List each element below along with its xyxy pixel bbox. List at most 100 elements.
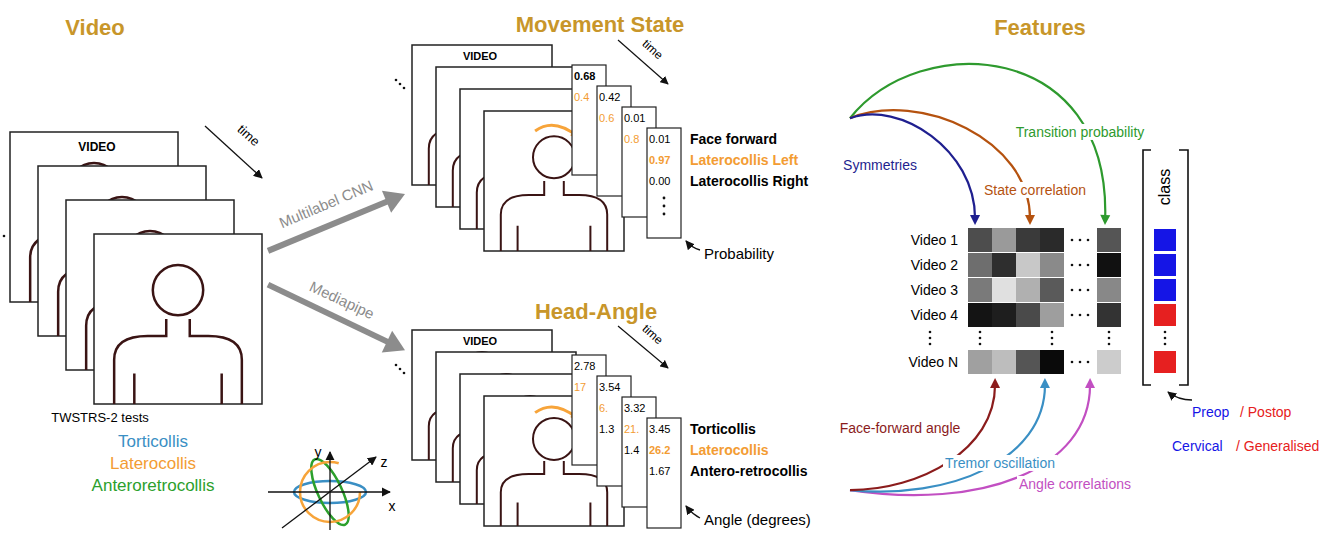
matrix-cell (968, 278, 992, 302)
value-number: 17 (574, 381, 586, 394)
matrix-cell (968, 350, 992, 374)
ellipsis-dot (979, 337, 982, 340)
matrix-cell (968, 253, 992, 277)
text-label: time (234, 122, 262, 150)
edge-label: Multilabel CNN (275, 176, 378, 233)
axes-icon (268, 452, 390, 530)
section-heading: Video (65, 15, 125, 40)
text-label: / Generalised (1236, 438, 1319, 454)
ellipsis-dot (1079, 239, 1082, 242)
ellipsis-dot (1164, 343, 1167, 346)
ellipsis-dot (1087, 264, 1090, 267)
class-cell (1154, 254, 1176, 276)
ellipsis-dot (1071, 289, 1074, 292)
value-number: 2.78 (574, 360, 595, 373)
value-number: 0.42 (599, 91, 620, 104)
text-label: Face forward (690, 131, 777, 147)
node-sublabel: Video 4 (911, 307, 958, 323)
ellipsis-dot (663, 197, 666, 200)
value-number: 0.01 (624, 112, 645, 125)
ellipsis-dot (929, 337, 932, 340)
edge-label: State correlation (982, 182, 1088, 198)
value-number: 0.6 (599, 112, 614, 125)
ellipsis-dot (1108, 343, 1111, 346)
figure-head (533, 418, 575, 460)
ellipsis-dots (3, 79, 406, 375)
ellipsis-dot (1051, 331, 1054, 334)
ellipsis-dot (663, 205, 666, 208)
text-label: Probability (704, 245, 774, 262)
ellipsis-dot (1071, 314, 1074, 317)
matrix-cell (1097, 253, 1121, 277)
node-sublabel: Video N (908, 354, 958, 370)
text-label: Laterocollis Left (690, 152, 798, 168)
matrix-cell (1097, 303, 1121, 327)
figure-body (501, 181, 607, 251)
pointer-arrow (1168, 392, 1192, 400)
ellipsis-dot (1087, 314, 1090, 317)
value-number: 0.97 (649, 154, 670, 167)
rotation-arrow (535, 407, 577, 418)
connector (850, 64, 1105, 218)
matrix-cell (1097, 278, 1121, 302)
rotation-arrow (535, 125, 577, 136)
text-label: x (389, 498, 396, 514)
figure-body (114, 319, 242, 404)
ellipsis-dot (1071, 239, 1074, 242)
connector (850, 385, 995, 490)
edge-label: Symmetries (841, 157, 919, 173)
node-label: VIDEO (463, 50, 497, 63)
video-stack: VIDEOTWSTRS-2 tests (5, 125, 268, 432)
ellipsis-dot (663, 213, 666, 216)
ellipsis-dot (979, 331, 982, 334)
edge-label: Mediapipe (305, 277, 379, 324)
value-number: 21. (624, 423, 639, 436)
node-label: VIDEO (463, 335, 497, 348)
text-label: Antero-retrocollis (690, 463, 807, 479)
edge-label: Face-forward angle (838, 420, 963, 436)
text-label: time (639, 322, 665, 347)
ellipsis-dot (1079, 264, 1082, 267)
frame-rect (94, 234, 262, 404)
text-label: Laterocollis Right (690, 173, 808, 189)
ellipsis-dot (1051, 337, 1054, 340)
matrix-cell (992, 228, 1016, 252)
matrix-cell (1040, 303, 1064, 327)
text-label: Torticollis (118, 432, 188, 452)
arrowhead (1040, 378, 1050, 388)
ellipsis-dot (929, 331, 932, 334)
arrowhead (990, 378, 1000, 388)
edge-label: Angle correlations (1017, 476, 1133, 492)
value-number: 3.32 (624, 402, 645, 415)
matrix-cell (1040, 253, 1064, 277)
value-number: 0.68 (574, 70, 595, 83)
edge-label: Transition probability (1014, 124, 1147, 140)
arrowhead (1100, 215, 1110, 225)
ellipsis-dot (929, 343, 932, 346)
class-cell (1154, 304, 1176, 326)
matrix-cell (1016, 228, 1040, 252)
value-column (647, 418, 681, 528)
arrowhead (1025, 215, 1035, 225)
value-number: 3.45 (649, 423, 670, 436)
value-column (647, 128, 681, 238)
ellipsis-dot (1079, 314, 1082, 317)
figure-body (501, 461, 607, 526)
matrix-cell (968, 228, 992, 252)
class-bracket (1143, 150, 1188, 385)
value-number: 26.2 (649, 444, 670, 457)
matrix-cell (1097, 350, 1121, 374)
section-heading: Features (994, 15, 1086, 40)
matrix-cell (1016, 350, 1040, 374)
value-number: 0.4 (574, 91, 589, 104)
node-sublabel: Video 3 (911, 282, 958, 298)
matrix-cell (1097, 228, 1121, 252)
text-label: Cervical (1172, 438, 1223, 454)
matrix-cell (992, 303, 1016, 327)
ellipsis-dot (1071, 361, 1074, 364)
feature-matrix: Video 1Video 2Video 3Video 4Video N (895, 225, 1125, 378)
value-number: 3.54 (599, 381, 620, 394)
value-number: 1.67 (649, 465, 670, 478)
arrowhead (382, 191, 405, 213)
